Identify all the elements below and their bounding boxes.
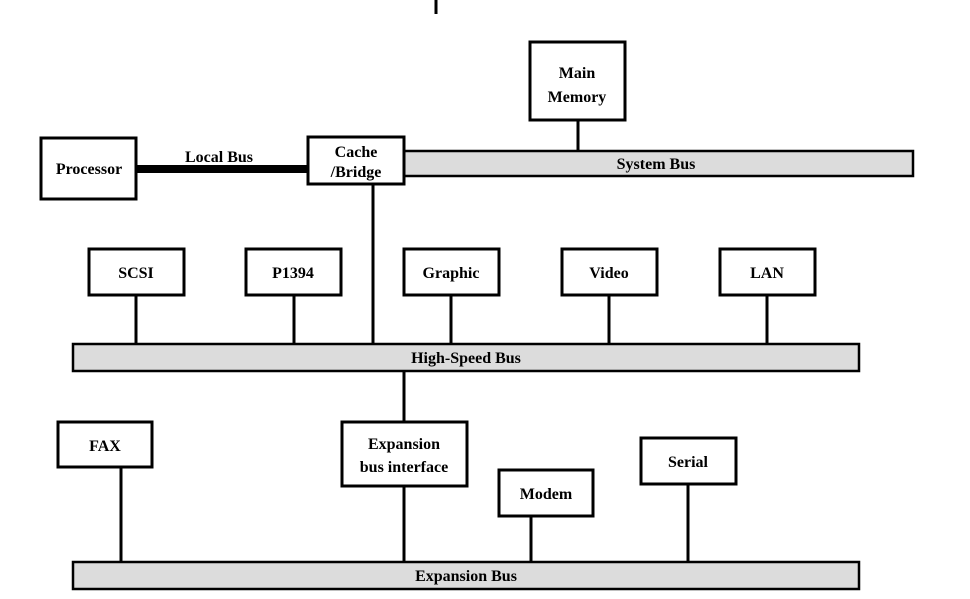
expansion-bus-interface-box: Expansion bus interface bbox=[340, 420, 469, 488]
main-memory-box: Main Memory bbox=[528, 40, 627, 122]
cache-bridge-label-line2: /Bridge bbox=[330, 164, 382, 181]
expansion-interface-label-line1: Expansion bbox=[368, 436, 440, 453]
system-bus-label: System Bus bbox=[617, 156, 696, 173]
modem-label: Modem bbox=[520, 486, 573, 503]
scsi-box: SCSI bbox=[87, 247, 186, 297]
p1394-label: P1394 bbox=[272, 265, 314, 282]
high-speed-bus: High-Speed Bus bbox=[71, 342, 861, 373]
graphic-box: Graphic bbox=[402, 247, 501, 297]
cache-bridge-label-line1: Cache bbox=[335, 144, 378, 161]
expansion-interface-label-line2: bus interface bbox=[360, 459, 448, 476]
modem-box: Modem bbox=[497, 468, 595, 518]
expansion-bus-label: Expansion Bus bbox=[415, 568, 517, 585]
processor-box: Processor bbox=[39, 136, 138, 201]
video-box: Video bbox=[560, 247, 659, 297]
serial-label: Serial bbox=[668, 454, 709, 471]
p1394-box: P1394 bbox=[244, 247, 343, 297]
cache-bridge-box: Cache /Bridge bbox=[306, 135, 406, 186]
fax-label: FAX bbox=[89, 438, 121, 455]
fax-box: FAX bbox=[56, 420, 154, 469]
main-memory-label-line2: Memory bbox=[548, 89, 607, 106]
lan-label: LAN bbox=[750, 265, 784, 282]
serial-box: Serial bbox=[639, 436, 738, 486]
scsi-label: SCSI bbox=[118, 265, 154, 282]
expansion-bus: Expansion Bus bbox=[71, 560, 861, 591]
processor-label: Processor bbox=[56, 161, 122, 178]
system-bus: System Bus bbox=[398, 149, 915, 178]
graphic-label: Graphic bbox=[423, 265, 480, 282]
local-bus-label: Local Bus bbox=[185, 149, 253, 166]
video-label: Video bbox=[589, 265, 628, 282]
main-memory-label-line1: Main bbox=[559, 65, 596, 82]
high-speed-bus-label: High-Speed Bus bbox=[411, 350, 521, 367]
lan-box: LAN bbox=[718, 247, 817, 297]
